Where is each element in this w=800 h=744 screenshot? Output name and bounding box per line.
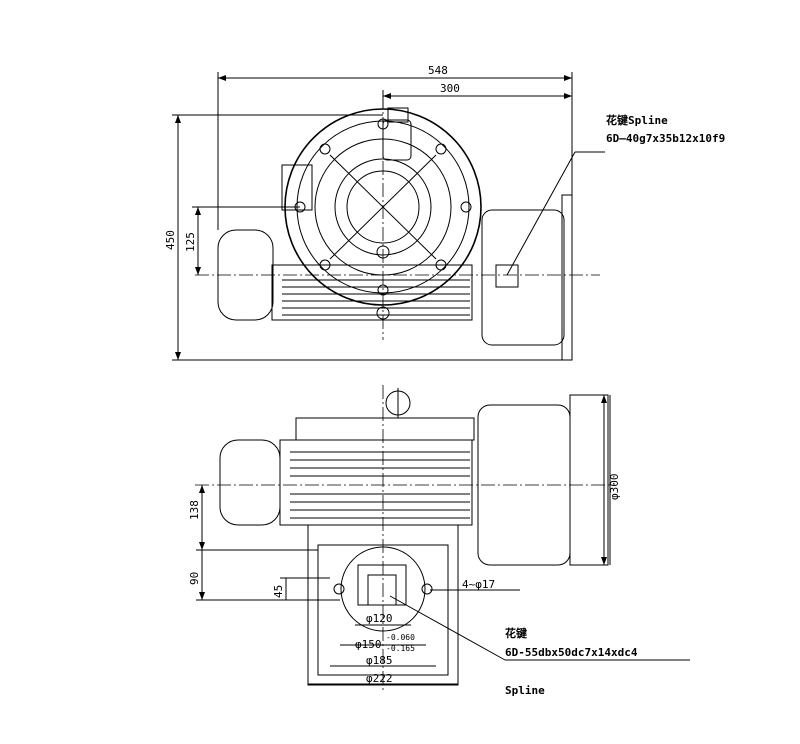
side-output-housing	[477, 394, 611, 566]
side-base	[307, 524, 459, 686]
dim-dia-185: φ185	[366, 654, 393, 667]
dim-center-offset: 300	[440, 82, 460, 95]
dim-dia-222: φ222	[366, 672, 393, 685]
top-dimensions	[172, 72, 573, 361]
spline-note-title-top: 花键Spline	[606, 113, 668, 127]
dim-tolerance-lower: -0.165	[386, 644, 415, 653]
dim-flange-dia: φ300	[608, 474, 621, 501]
spline-leader-top	[506, 151, 605, 276]
dim-overall-width: 548	[428, 64, 448, 77]
dim-dia-150: φ150	[355, 638, 382, 651]
dim-height-45: 45	[272, 585, 285, 598]
dim-dia-120: φ120	[366, 612, 393, 625]
dim-shaft-height: 125	[184, 232, 197, 252]
dim-height-138: 138	[188, 500, 201, 520]
dim-height-90: 90	[188, 572, 201, 585]
side-motor-body	[219, 388, 475, 526]
side-view: φ300 138 90 45 4~φ17 φ120 φ150 -0.060 -0…	[188, 385, 690, 697]
dim-bolt-holes: 4~φ17	[462, 578, 495, 591]
spline-note-english-side: Spline	[505, 684, 545, 697]
output-housing	[481, 194, 573, 361]
spline-note-spec-top: 6D—40g7x35b12x10f9	[606, 132, 725, 145]
dim-tolerance-upper: -0.060	[386, 633, 415, 642]
spline-note-title-side: 花键	[505, 626, 528, 640]
motor-body	[217, 164, 473, 321]
side-dimensions	[196, 395, 607, 685]
spline-note-spec-side: 6D-55dbx50dc7x14xdc4	[505, 646, 638, 659]
top-view: 548 300 450 125 花键Spline 6D—40g7x35b12x1…	[164, 64, 725, 361]
spline-leader-side	[389, 595, 690, 661]
dim-overall-height: 450	[164, 230, 177, 250]
